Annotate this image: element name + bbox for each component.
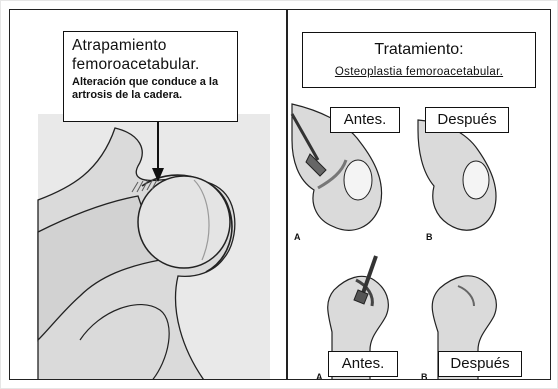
callout-subtitle: Alteración que conduce a la artrosis de … (72, 76, 231, 102)
label-antes-bottom: Antes. (328, 351, 398, 377)
letter-a-top: A (294, 232, 301, 242)
femoral-head (138, 176, 230, 268)
letter-b-bottom: B (421, 372, 428, 380)
right-panel: Tratamiento: Osteoplastia femoroacetabul… (287, 9, 551, 380)
callout-title: Atrapamiento femoroacetabular. (72, 36, 231, 74)
letter-b-top: B (426, 232, 433, 242)
label-despues-top: Después (425, 107, 509, 133)
treatment-callout: Tratamiento: Osteoplastia femoroacetabul… (302, 32, 536, 88)
label-despues-bottom: Después (438, 351, 522, 377)
label-antes-top: Antes. (330, 107, 400, 133)
treatment-title: Tratamiento: (303, 40, 535, 59)
pelvis-after-drawing (418, 120, 496, 230)
letter-a-bottom: A (316, 372, 323, 380)
left-panel: Atrapamiento femoroacetabular. Alteració… (9, 9, 287, 380)
impingement-callout: Atrapamiento femoroacetabular. Alteració… (63, 31, 238, 122)
treatment-subtitle: Osteoplastia femoroacetabular. (303, 65, 535, 80)
